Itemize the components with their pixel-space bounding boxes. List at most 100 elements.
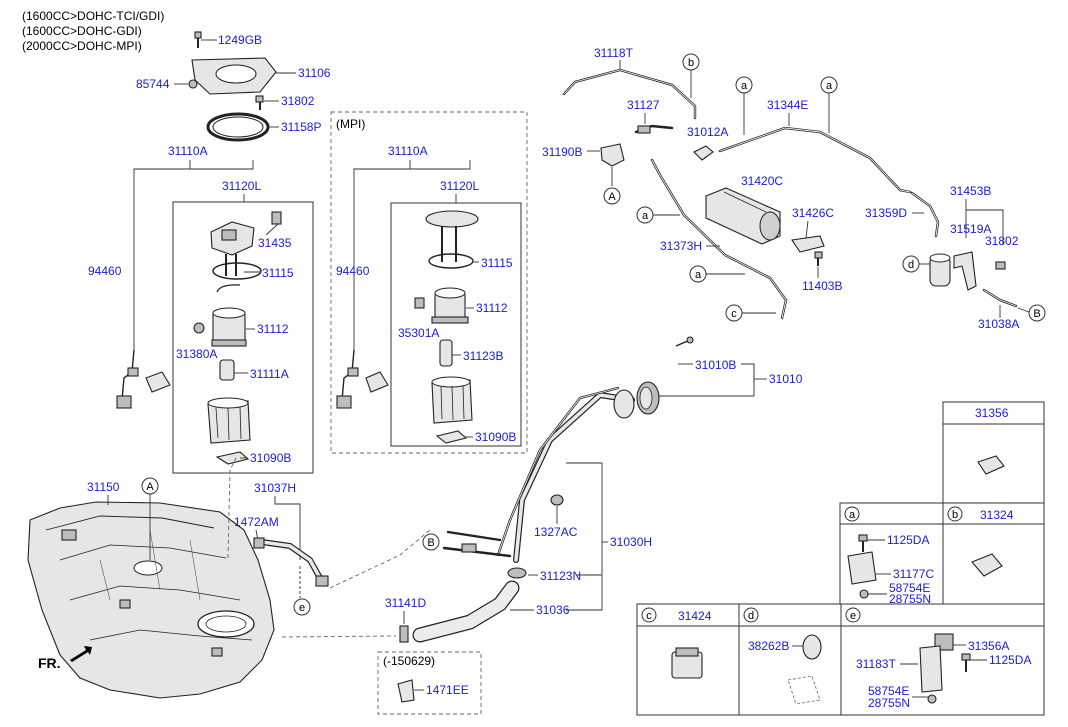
- label-31158P[interactable]: 31158P: [281, 120, 321, 134]
- label-31519A[interactable]: 31519A: [950, 222, 991, 236]
- bolt-icon-31802: [995, 261, 1006, 270]
- label-31118T[interactable]: 31118T: [594, 46, 634, 60]
- bolt-icon-e: [961, 653, 971, 672]
- fuel-cap: [636, 381, 660, 415]
- label-31359D[interactable]: 31359D: [865, 206, 907, 220]
- label-94460-mpi[interactable]: 94460: [336, 264, 370, 278]
- e-label-1125DA[interactable]: 1125DA: [989, 653, 1031, 667]
- a-label-1125DA[interactable]: 1125DA: [887, 533, 929, 547]
- e-label-58754E[interactable]: 58754E: [868, 684, 909, 698]
- table-header-31356[interactable]: 31356: [975, 406, 1009, 420]
- hose-clip-d: [802, 634, 822, 660]
- a-label-58754E[interactable]: 58754E: [889, 581, 930, 595]
- table-label-e: e: [850, 610, 856, 622]
- label-31038A[interactable]: 31038A: [978, 317, 1019, 331]
- svg-text:B: B: [427, 537, 434, 549]
- variant-line-3: (2000CC>DOHC-MPI): [22, 39, 142, 53]
- label-1327AC[interactable]: 1327AC: [534, 525, 578, 539]
- label-31030H[interactable]: 31030H: [610, 535, 652, 549]
- label-94460-left[interactable]: 94460: [88, 264, 122, 278]
- label-31010B[interactable]: 31010B: [695, 358, 736, 372]
- label-31435[interactable]: 31435: [258, 236, 292, 250]
- clip-31424: [671, 647, 703, 679]
- label-31344E[interactable]: 31344E: [767, 98, 808, 112]
- label-31115-mpi[interactable]: 31115: [481, 256, 513, 270]
- label-1249GB[interactable]: 1249GB: [218, 33, 262, 47]
- label-31110A-left[interactable]: 31110A: [168, 144, 208, 158]
- fuel-pump-motor-mpi: [439, 339, 453, 367]
- vapor-hose-connector: [637, 125, 651, 134]
- label-31110A-mpi[interactable]: 31110A: [388, 144, 428, 158]
- label-31037H[interactable]: 31037H: [254, 481, 296, 495]
- label-31036[interactable]: 31036: [536, 603, 570, 617]
- label-31010[interactable]: 31010: [769, 372, 803, 386]
- a-label-31177C[interactable]: 31177C: [893, 567, 934, 581]
- clip-31141D: [399, 625, 409, 643]
- label-85744[interactable]: 85744: [136, 77, 170, 91]
- callout-A-top: [603, 187, 621, 205]
- label-31012A[interactable]: 31012A: [687, 125, 728, 139]
- svg-text:a: a: [642, 210, 649, 222]
- label-31120L-left[interactable]: 31120L: [222, 179, 261, 193]
- label-31112-left[interactable]: 31112: [257, 322, 289, 336]
- svg-text:a: a: [826, 80, 833, 92]
- svg-text:e: e: [299, 602, 305, 614]
- table-header-31424[interactable]: 31424: [678, 609, 712, 623]
- label-31190B[interactable]: 31190B: [542, 145, 582, 159]
- bracket-note-frame: [377, 651, 482, 715]
- label-31141D[interactable]: 31141D: [385, 596, 426, 610]
- sensor-clip-icon: [271, 211, 282, 225]
- label-31802-top[interactable]: 31802: [281, 94, 315, 108]
- label-1471EE[interactable]: 1471EE: [426, 683, 469, 697]
- label-31090B-mpi[interactable]: 31090B: [475, 430, 516, 444]
- variant-line-2: (1600CC>DOHC-GDI): [22, 24, 142, 38]
- label-1472AM[interactable]: 1472AM: [234, 515, 279, 529]
- callout-B-center: [422, 533, 440, 551]
- table-label-a: a: [849, 509, 856, 521]
- svg-text:a: a: [695, 269, 702, 281]
- label-31373H[interactable]: 31373H: [660, 239, 702, 253]
- front-arrow-icon: [70, 646, 92, 662]
- label-31120L-mpi[interactable]: 31120L: [440, 179, 479, 193]
- fuel-feed-hose: [253, 537, 329, 587]
- label-31090B-left[interactable]: 31090B: [250, 451, 291, 465]
- label-31123N[interactable]: 31123N: [540, 569, 581, 583]
- callout-B-right: [1028, 304, 1046, 322]
- label-31106[interactable]: 31106: [298, 66, 331, 80]
- rollover-valve: [600, 143, 625, 167]
- charcoal-canister: [705, 187, 781, 245]
- table-header-31324[interactable]: 31324: [980, 508, 1014, 522]
- e-label-31356A[interactable]: 31356A: [968, 639, 1009, 653]
- label-31426C[interactable]: 31426C: [792, 206, 834, 220]
- label-31802-right[interactable]: 31802: [985, 234, 1019, 248]
- bolt-icon: [194, 31, 202, 48]
- label-31453B[interactable]: 31453B: [950, 184, 991, 198]
- label-31127[interactable]: 31127: [627, 98, 660, 112]
- vapor-line-connector: [461, 543, 477, 553]
- label-31150[interactable]: 31150: [87, 480, 120, 494]
- fuel-pump-motor-left: [219, 359, 235, 381]
- label-31420C[interactable]: 31420C: [741, 174, 783, 188]
- bolt-icon-a: [858, 534, 868, 552]
- label-31111A[interactable]: 31111A: [250, 367, 289, 381]
- label-31112-mpi[interactable]: 31112: [476, 301, 508, 315]
- gasket-ring: [206, 112, 270, 142]
- canister-bracket: [791, 235, 825, 253]
- table-label-c: c: [646, 610, 652, 622]
- front-direction-label: FR.: [38, 655, 61, 671]
- label-31115-left[interactable]: 31115: [262, 266, 294, 280]
- label-11403B[interactable]: 11403B: [802, 279, 842, 293]
- bracket-e: [919, 645, 943, 693]
- a-label-28755N[interactable]: 28755N: [889, 592, 931, 606]
- fuel-filter-mpi: [431, 287, 469, 324]
- nut-icon-e: [927, 694, 937, 704]
- d-label-38262B[interactable]: 38262B: [748, 639, 789, 653]
- e-label-28755N[interactable]: 28755N: [868, 696, 910, 710]
- fuel-reservoir-mpi: [431, 376, 473, 424]
- e-label-31183T[interactable]: 31183T: [856, 657, 896, 671]
- label-35301A[interactable]: 35301A: [398, 326, 439, 340]
- label-31123B[interactable]: 31123B: [463, 349, 503, 363]
- label-31380A[interactable]: 31380A: [176, 347, 217, 361]
- fuel-filter-left: [211, 307, 247, 347]
